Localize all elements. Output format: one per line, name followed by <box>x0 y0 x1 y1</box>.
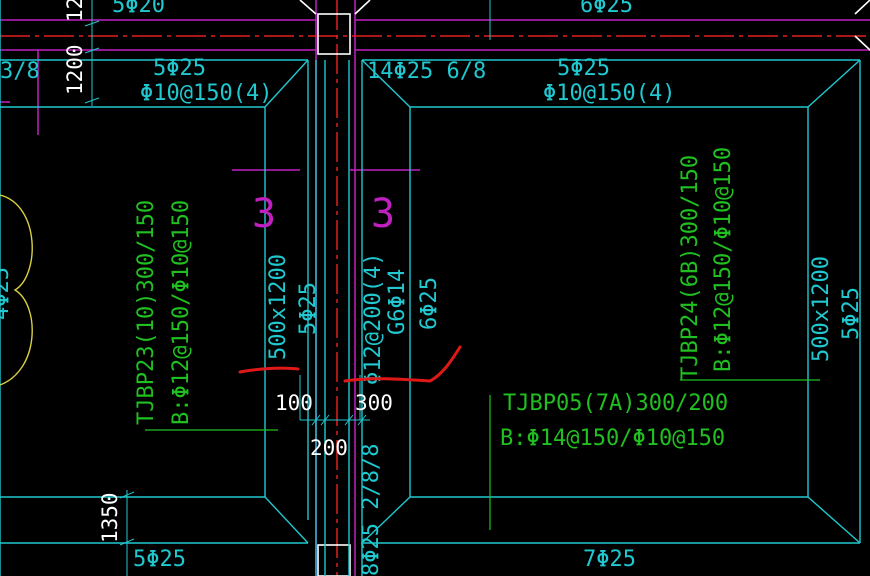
cyan-labels: 5Φ20 6Φ25 3/8 5Φ25 Φ10@150(4) 14Φ25 6/8 … <box>0 0 675 572</box>
right-slab-name: TJBP24(6B)300/150 <box>678 155 703 380</box>
label-strip-stirrup: Φ12@200(4) <box>361 253 386 385</box>
left-slab-name: TJBP23(10)300/150 <box>134 200 159 425</box>
label-right-top-bars-a: 14Φ25 6/8 <box>367 59 486 84</box>
section-mark-left: 3 <box>252 191 276 237</box>
label-top-right-partial: 6Φ25 <box>580 0 633 18</box>
dim-300: 300 <box>355 391 393 415</box>
label-left-top-bars: 5Φ25 <box>153 56 206 81</box>
label-top-left-partial: 5Φ20 <box>112 0 165 18</box>
center-slab-name: TJBP05(7A)300/200 <box>503 391 728 416</box>
green-slab-labels: TJBP23(10)300/150 B:Φ12@150/Φ10@150 TJBP… <box>134 147 736 451</box>
section-mark-right: 3 <box>371 191 395 237</box>
label-mid-beam-bars: 5Φ25 <box>296 282 321 335</box>
label-right-beam-bars: 5Φ25 <box>839 287 864 340</box>
red-underline-left <box>238 366 300 374</box>
dim-1350: 1350 <box>98 492 122 543</box>
column-squares <box>299 0 870 576</box>
dim-12: 12 <box>63 0 87 22</box>
left-slab-rebar: B:Φ12@150/Φ10@150 <box>169 200 194 425</box>
right-slab-rebar: B:Φ12@150/Φ10@150 <box>711 147 736 372</box>
leader-lines <box>145 379 820 530</box>
red-annotations <box>238 345 462 383</box>
red-underline-right <box>343 345 462 383</box>
dimension-lines <box>84 0 491 576</box>
yellow-arc <box>0 194 33 386</box>
center-slab-rebar: B:Φ14@150/Φ10@150 <box>500 426 725 451</box>
label-strip-bottom: 6Φ25 <box>417 277 442 330</box>
dim-200: 200 <box>310 436 348 460</box>
label-mid-beam-size: 500x1200 <box>266 254 291 360</box>
label-right-top-stirrup: Φ10@150(4) <box>543 81 675 106</box>
white-dimensions: 12 1200 100 300 200 1350 <box>63 0 393 543</box>
section-marks: 3 3 <box>252 191 395 237</box>
label-right-beam-size: 500x1200 <box>809 256 834 362</box>
dim-100: 100 <box>275 391 313 415</box>
label-bottom-left-bars: 5Φ25 <box>133 547 186 572</box>
label-left-edge-ratio: 3/8 <box>0 59 40 84</box>
label-bottom-right-bars: 7Φ25 <box>583 547 636 572</box>
label-bottom-strip-ratio: 8Φ25 2/8/8 <box>359 444 384 576</box>
label-right-top-bars: 5Φ25 <box>557 56 610 81</box>
label-left-edge-partial: 4Φ25 <box>0 267 14 320</box>
label-strip-side: G6Φ14 <box>385 269 410 335</box>
label-left-top-stirrup: Φ10@150(4) <box>140 81 272 106</box>
rotated-cyan-labels: 500x1200 5Φ25 Φ12@200(4) G6Φ14 6Φ25 500x… <box>0 253 864 576</box>
dim-1200: 1200 <box>63 44 87 95</box>
